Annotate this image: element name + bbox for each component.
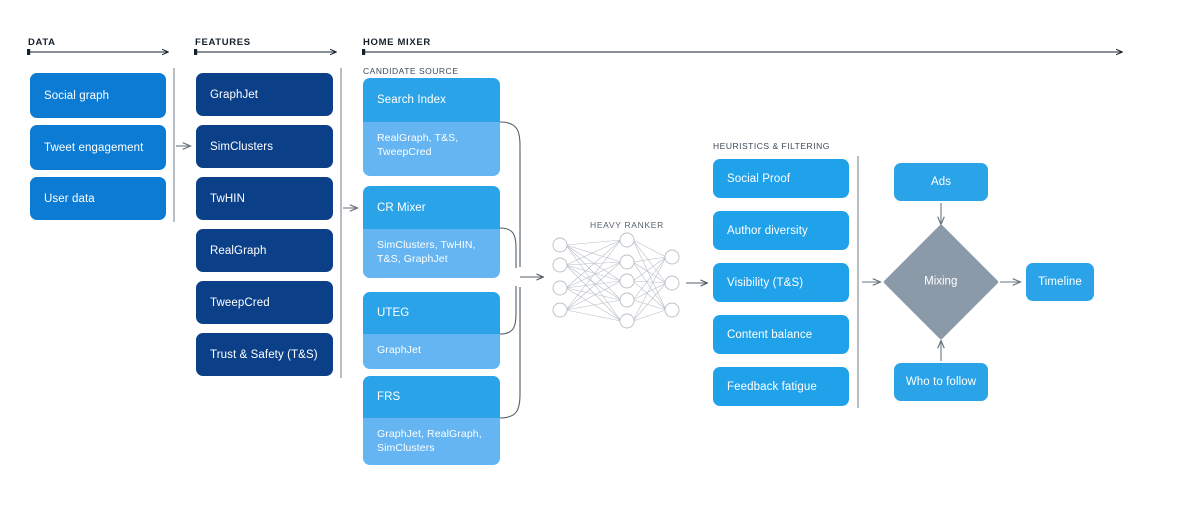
feature-item-label: Trust & Safety (T&S): [210, 348, 318, 361]
ads-box[interactable]: Ads: [894, 163, 988, 201]
timeline-box[interactable]: Timeline: [1026, 263, 1094, 301]
feature-item-twhin[interactable]: TwHIN: [196, 177, 333, 220]
candidate-source-title: FRS: [363, 376, 500, 418]
section-title-heuristics: HEURISTICS & FILTERING: [713, 141, 830, 151]
candidate-source-features: RealGraph, T&S, TweepCred: [363, 122, 500, 176]
divider-heuristics-mixing: [858, 156, 880, 408]
heuristic-item-label: Content balance: [727, 328, 813, 341]
ads-label: Ads: [930, 176, 952, 188]
arrow-home-mixer-axis: [362, 49, 1122, 55]
arrow-data-axis: [27, 49, 168, 55]
timeline-label: Timeline: [1038, 276, 1082, 288]
section-title-data: DATA: [28, 37, 56, 48]
divider-features-homemixer: [341, 68, 357, 378]
feature-item-label: GraphJet: [210, 88, 259, 101]
heuristic-item-visibility[interactable]: Visibility (T&S): [713, 263, 849, 302]
feature-item-simclusters[interactable]: SimClusters: [196, 125, 333, 168]
heuristic-item-label: Author diversity: [727, 224, 808, 237]
candidate-source-features: SimClusters, TwHIN, T&S, GraphJet: [363, 229, 500, 278]
heuristic-item-social-proof[interactable]: Social Proof: [713, 159, 849, 198]
section-title-features: FEATURES: [195, 37, 251, 48]
candidate-source-card-search-index[interactable]: Search Index RealGraph, T&S, TweepCred: [363, 78, 500, 176]
who-to-follow-box[interactable]: Who to follow: [894, 363, 988, 401]
heuristic-item-content-balance[interactable]: Content balance: [713, 315, 849, 354]
feature-item-trust-safety[interactable]: Trust & Safety (T&S): [196, 333, 333, 376]
section-title-heavy-ranker: HEAVY RANKER: [590, 220, 664, 230]
feature-item-label: TweepCred: [210, 296, 270, 309]
feature-item-label: SimClusters: [210, 140, 274, 153]
section-title-candidate-source: CANDIDATE SOURCE: [363, 66, 459, 76]
candidate-source-features: GraphJet, RealGraph, SimClusters: [363, 418, 500, 465]
data-item-social-graph[interactable]: Social graph: [30, 73, 166, 118]
heuristic-item-author-diversity[interactable]: Author diversity: [713, 211, 849, 250]
data-item-label: Social graph: [44, 89, 110, 102]
feature-item-graphjet[interactable]: GraphJet: [196, 73, 333, 116]
heuristic-item-feedback-fatigue[interactable]: Feedback fatigue: [713, 367, 849, 406]
arrow-features-axis: [194, 49, 336, 55]
candidate-source-features: GraphJet: [363, 334, 500, 369]
candidate-source-card-uteg[interactable]: UTEG GraphJet: [363, 292, 500, 369]
candidate-source-bus: [500, 122, 543, 418]
candidate-source-title: UTEG: [363, 292, 500, 334]
heuristic-item-label: Visibility (T&S): [727, 276, 804, 289]
candidate-source-card-frs[interactable]: FRS GraphJet, RealGraph, SimClusters: [363, 376, 500, 465]
section-title-home-mixer: HOME MIXER: [363, 37, 431, 48]
divider-data-features: [174, 68, 190, 222]
heuristic-item-label: Feedback fatigue: [727, 380, 817, 393]
candidate-source-title: CR Mixer: [363, 186, 500, 229]
data-item-tweet-engagement[interactable]: Tweet engagement: [30, 125, 166, 170]
data-item-user-data[interactable]: User data: [30, 177, 166, 220]
heuristic-item-label: Social Proof: [727, 172, 791, 185]
feature-item-label: RealGraph: [210, 244, 267, 257]
heavy-ranker-network: [553, 233, 679, 328]
network-nodes: [553, 233, 679, 328]
network-edges: [566, 240, 666, 321]
feature-item-tweepcred[interactable]: TweepCred: [196, 281, 333, 324]
candidate-source-title: Search Index: [363, 78, 500, 122]
data-item-label: User data: [44, 192, 95, 205]
data-item-label: Tweet engagement: [44, 141, 144, 154]
feature-item-label: TwHIN: [210, 192, 245, 205]
who-to-follow-label: Who to follow: [905, 376, 977, 388]
feature-item-realgraph[interactable]: RealGraph: [196, 229, 333, 272]
candidate-source-card-cr-mixer[interactable]: CR Mixer SimClusters, TwHIN, T&S, GraphJ…: [363, 186, 500, 278]
